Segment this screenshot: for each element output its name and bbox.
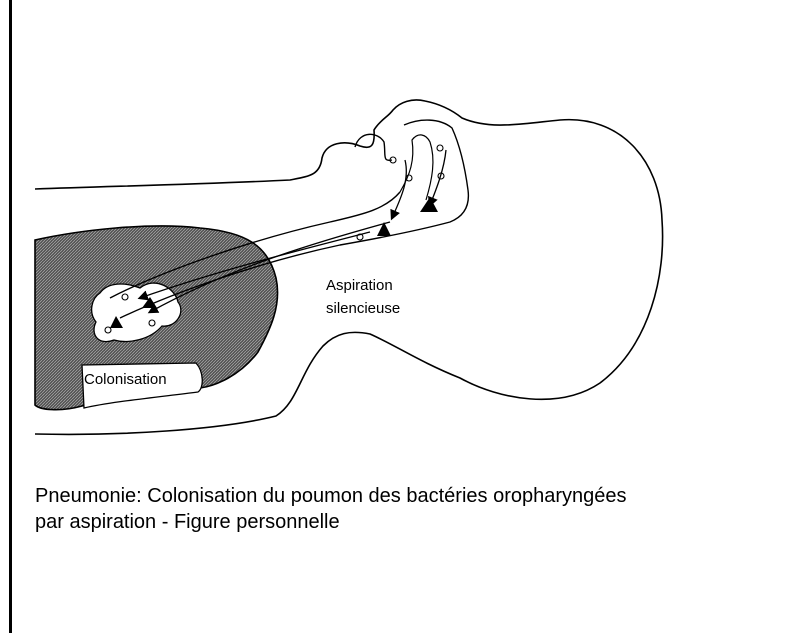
label-aspiration-line2: silencieuse	[326, 300, 400, 317]
label-colonisation: Colonisation	[84, 371, 167, 388]
pneumonia-aspiration-diagram: Aspiration silencieuse Colonisation	[0, 0, 804, 470]
aspiration-arrow	[392, 160, 406, 218]
figure-caption: Pneumonie: Colonisation du poumon des ba…	[35, 483, 804, 535]
pharynx-wall	[404, 120, 468, 190]
pharynx-inner	[400, 135, 433, 200]
caption-line-1: Pneumonie: Colonisation du poumon des ba…	[35, 483, 804, 509]
caption-line-2: par aspiration - Figure personnelle	[35, 509, 804, 535]
label-aspiration-line1: Aspiration	[326, 277, 393, 294]
